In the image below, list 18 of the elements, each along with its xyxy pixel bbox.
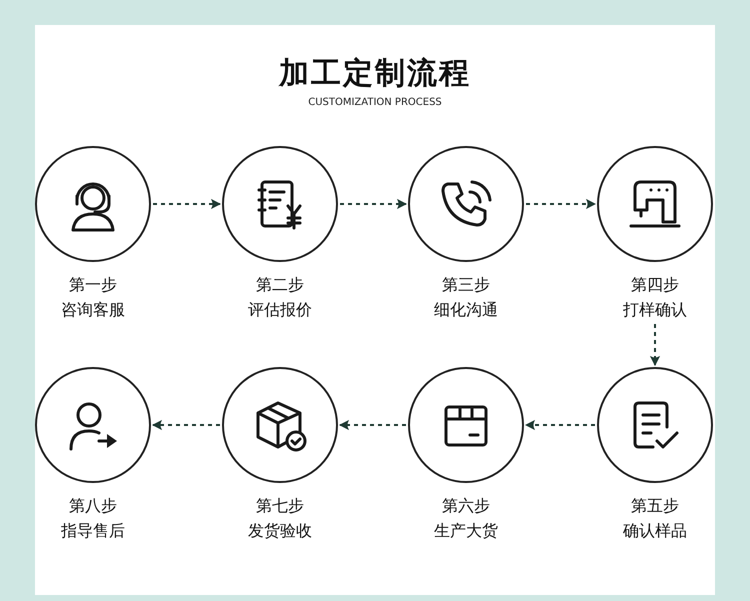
subtitle: CUSTOMIZATION PROCESS: [307, 97, 443, 108]
step-number: 第一步: [68, 274, 118, 296]
step-label: 指导售后: [60, 520, 126, 542]
step-number: 第八步: [68, 495, 118, 517]
step-label: 咨询客服: [60, 299, 126, 321]
step-number: 第五步: [630, 495, 680, 517]
step-number: 第四步: [630, 274, 680, 296]
step-label: 细化沟通: [433, 299, 499, 321]
title: 加工定制流程: [278, 55, 472, 93]
step-label: 发货验收: [247, 520, 313, 542]
step-number: 第三步: [441, 274, 491, 296]
step-number: 第六步: [441, 495, 491, 517]
step-number: 第二步: [255, 274, 305, 296]
step-label: 生产大货: [433, 520, 499, 542]
step-label: 评估报价: [247, 299, 313, 321]
step-label: 确认样品: [622, 520, 688, 542]
step-number: 第七步: [255, 495, 305, 517]
step-label: 打样确认: [622, 299, 688, 321]
